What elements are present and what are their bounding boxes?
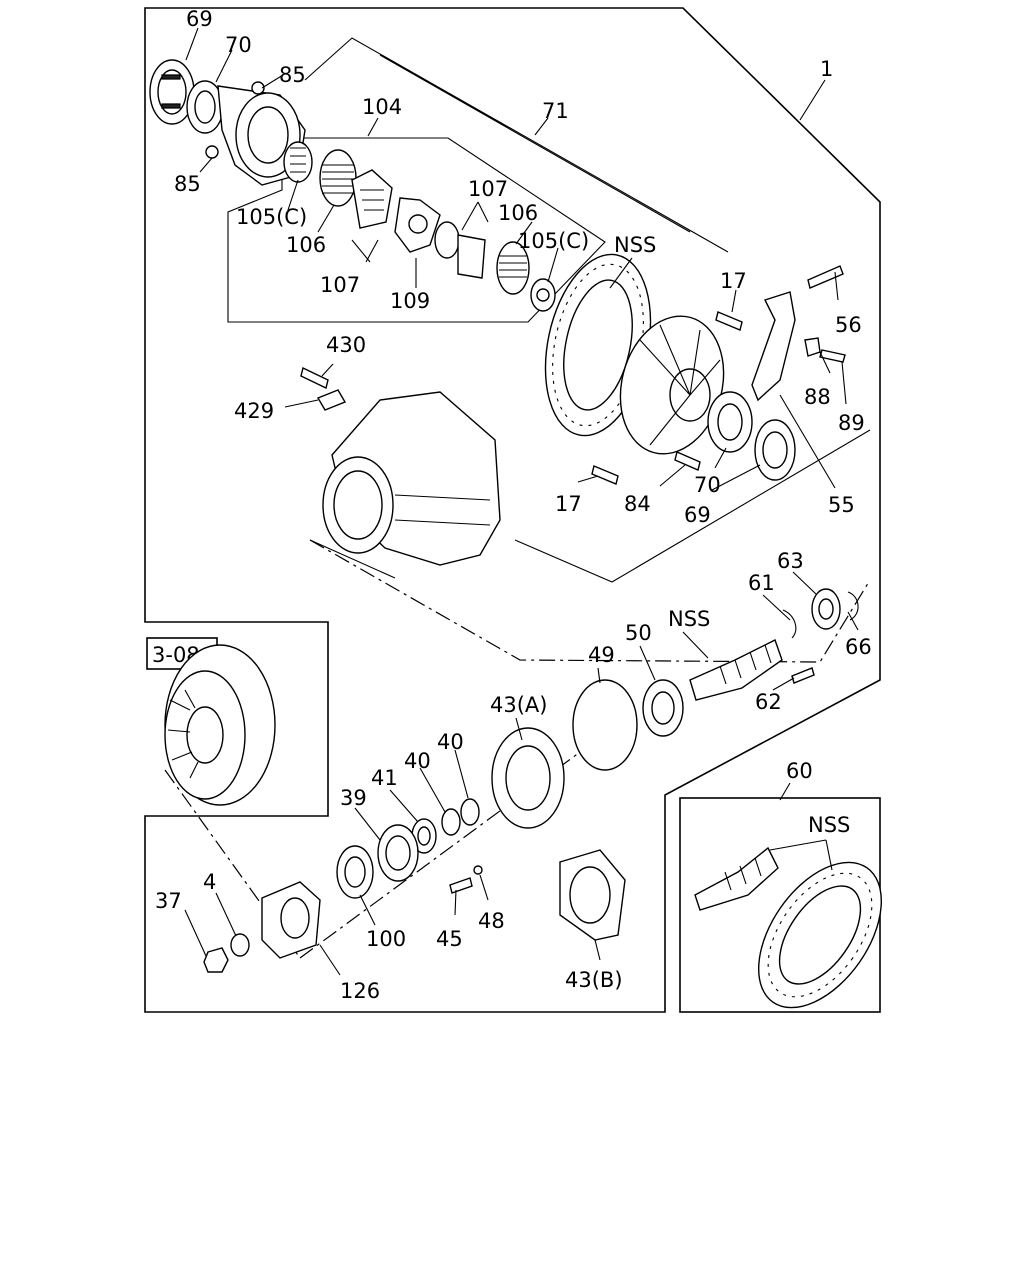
bearing-39 <box>377 824 419 882</box>
label-70-right: 70 <box>694 473 721 497</box>
side-gear-105c-left <box>283 141 313 183</box>
label-61: 61 <box>748 571 775 595</box>
label-40-right: 40 <box>437 730 464 754</box>
plate-429 <box>316 389 347 411</box>
bearing-cage-43a <box>491 727 565 829</box>
label-88: 88 <box>804 385 831 409</box>
label-nss-mid: NSS <box>668 607 710 631</box>
carrier-housing <box>322 391 501 566</box>
label-106-right: 106 <box>498 201 538 225</box>
label-70-top: 70 <box>225 33 252 57</box>
label-71: 71 <box>542 99 569 123</box>
axis-line-lower <box>164 769 301 959</box>
bolt-17-bottom <box>591 465 619 485</box>
label-37: 37 <box>155 889 182 913</box>
inset-pinion-gear <box>694 846 779 911</box>
label-48: 48 <box>478 909 505 933</box>
label-429: 429 <box>234 399 274 423</box>
inset-ring-gear <box>757 861 883 1009</box>
bolt-56 <box>807 265 844 289</box>
bearing-cup-69-right <box>754 419 796 481</box>
label-62: 62 <box>755 690 782 714</box>
spring-106-left <box>319 149 357 207</box>
bolt-17-top <box>715 311 743 331</box>
label-50: 50 <box>625 621 652 645</box>
differential-case <box>205 81 306 186</box>
label-43a: 43(A) <box>490 693 547 717</box>
pinion-gear-107-left <box>351 169 393 229</box>
gasket-49 <box>572 679 638 771</box>
washer-40-right <box>460 798 480 826</box>
washer-41 <box>411 818 437 854</box>
label-69-right: 69 <box>684 503 711 527</box>
label-85-left: 85 <box>174 172 201 196</box>
label-107-left: 107 <box>320 273 360 297</box>
o-ring-4 <box>230 933 250 957</box>
label-105c-right: 105(C) <box>518 229 589 253</box>
label-39: 39 <box>340 786 367 810</box>
label-66: 66 <box>845 635 872 659</box>
side-gear-105c-right <box>530 278 556 312</box>
snap-ring-66 <box>847 591 859 621</box>
bearing-50 <box>642 679 684 737</box>
drum-assembly-3-08 <box>164 644 276 806</box>
bearing-63 <box>811 588 841 630</box>
label-40-left: 40 <box>404 749 431 773</box>
label-nss-top: NSS <box>614 233 656 257</box>
label-49: 49 <box>588 643 615 667</box>
bolt-62 <box>791 667 815 684</box>
assembly-boundary <box>144 7 881 1013</box>
label-60: 60 <box>786 759 813 783</box>
pinion-gear-107-right <box>434 221 486 279</box>
seal-100 <box>336 845 374 899</box>
label-17-top: 17 <box>720 269 747 293</box>
bearing-cage-43b <box>559 849 626 941</box>
bearing-cap-55 <box>751 291 796 402</box>
subassembly-71-boundary <box>304 37 871 583</box>
label-104: 104 <box>362 95 402 119</box>
pinion-shaft-mid <box>689 639 783 701</box>
label-63: 63 <box>777 549 804 573</box>
label-55: 55 <box>828 493 855 517</box>
label-45: 45 <box>436 927 463 951</box>
bearing-cone-70-right <box>707 391 753 453</box>
part-labels: 69 70 85 85 104 71 1 105(C) 106 107 109 … <box>155 7 872 1003</box>
label-100: 100 <box>366 927 406 951</box>
leader-lines <box>184 27 859 976</box>
carrier-plate <box>619 315 725 455</box>
bolt-45 <box>449 877 473 894</box>
label-430: 430 <box>326 333 366 357</box>
label-56: 56 <box>835 313 862 337</box>
axis-line-upper <box>309 539 871 663</box>
label-89: 89 <box>838 411 865 435</box>
axis-line-shaft <box>299 729 611 959</box>
washer-48 <box>473 865 483 875</box>
label-109: 109 <box>390 289 430 313</box>
nut-37 <box>203 947 229 973</box>
label-41: 41 <box>371 766 398 790</box>
lock-88 <box>804 337 821 357</box>
label-85-top: 85 <box>279 63 306 87</box>
label-17-bottom: 17 <box>555 492 582 516</box>
label-84: 84 <box>624 492 651 516</box>
flange-126 <box>261 881 321 959</box>
label-4: 4 <box>203 870 216 894</box>
washer-40-left <box>441 808 461 836</box>
label-107-right: 107 <box>468 177 508 201</box>
label-1: 1 <box>820 57 833 81</box>
spring-106-right <box>496 241 530 295</box>
label-69-top: 69 <box>186 7 213 31</box>
label-43b: 43(B) <box>565 968 623 992</box>
shim-61 <box>782 609 797 639</box>
spider-109 <box>394 197 441 253</box>
label-106-left: 106 <box>286 233 326 257</box>
bolt-84 <box>674 451 701 471</box>
label-nss-inset: NSS <box>808 813 850 837</box>
bolt-430 <box>300 366 329 390</box>
label-126: 126 <box>340 979 380 1003</box>
subassembly-104-box <box>227 137 606 323</box>
label-105c-left: 105(C) <box>236 205 307 229</box>
